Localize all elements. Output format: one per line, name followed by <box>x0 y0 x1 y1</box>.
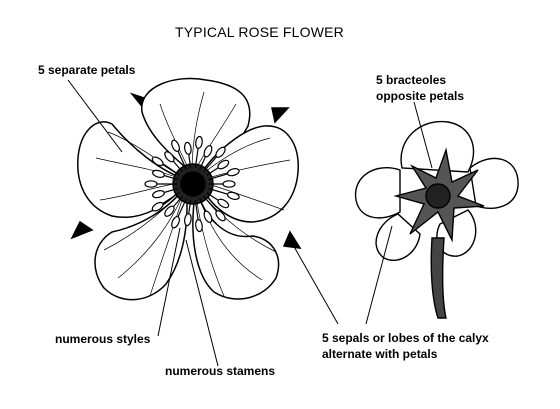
label-bracteoles-line1: 5 bracteoles <box>376 73 447 87</box>
diagram-title: TYPICAL ROSE FLOWER <box>175 24 344 40</box>
back-view-flower <box>354 120 519 319</box>
stamen-anther <box>226 191 240 200</box>
stamens-and-styles <box>144 135 240 233</box>
leader-bracteoles <box>413 101 433 169</box>
leader-sepals-back <box>365 225 393 325</box>
stamen-anther <box>183 141 192 155</box>
leader-sepals-front <box>287 235 339 325</box>
stamen-anther <box>151 201 164 212</box>
leader-lines <box>67 79 433 367</box>
back-petal <box>469 157 519 209</box>
stamen-anther <box>217 198 230 209</box>
stamen-anther <box>152 190 165 199</box>
label-bracteoles-line2: opposite petals <box>376 89 465 103</box>
stamen-anther <box>152 169 165 178</box>
stamen-anther <box>171 215 180 229</box>
front-flower <box>70 77 302 301</box>
stamen-anther <box>164 205 175 217</box>
petal-bottom-left <box>94 184 188 301</box>
leader-petals <box>67 79 123 153</box>
stamen-anther <box>215 210 226 222</box>
stamen-anther <box>195 219 203 233</box>
back-petal <box>354 167 401 219</box>
stamen-anther <box>217 159 230 170</box>
stamen-anther <box>144 180 158 188</box>
stamen-anther <box>203 210 213 223</box>
stamen-anther <box>222 180 236 188</box>
sepal-tip <box>70 220 94 240</box>
back-stem <box>430 237 447 319</box>
stamen-anther <box>164 151 175 163</box>
back-petal <box>400 120 475 173</box>
stamen-anther <box>195 135 203 149</box>
label-numerous-styles: numerous styles <box>55 332 151 346</box>
label-separate-petals: 5 separate petals <box>38 63 136 77</box>
stamen-anther <box>215 146 226 158</box>
sepal-tip <box>282 230 302 249</box>
label-numerous-stamens: numerous stamens <box>165 364 276 378</box>
stamen-anther <box>171 139 180 153</box>
leader-stamens <box>185 239 219 367</box>
stamen-anther <box>203 145 213 158</box>
stamen-anther <box>183 213 192 227</box>
stamen-anther <box>151 156 164 167</box>
label-sepals-line1: 5 sepals or lobes of the calyx <box>322 331 489 345</box>
stamen-anther <box>226 168 240 177</box>
back-petal <box>375 213 421 261</box>
sepal-tip <box>271 107 290 124</box>
leader-styles <box>157 227 181 337</box>
label-sepals-line2: alternate with petals <box>322 347 438 361</box>
